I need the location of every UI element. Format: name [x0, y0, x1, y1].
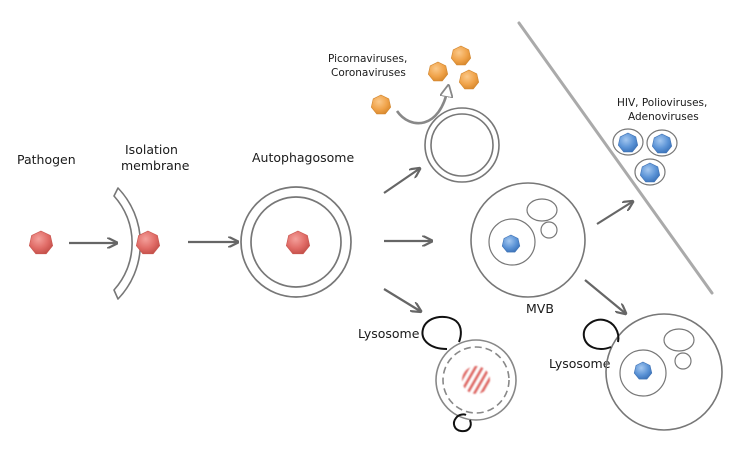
orange-virus-icon	[458, 69, 480, 90]
exosome-vesicle	[612, 128, 644, 156]
label-hiv-polioviruses: HIV, Polioviruses,	[617, 97, 707, 109]
label-lysosome-2: Lysosome	[549, 356, 611, 371]
autolysosome	[435, 339, 517, 421]
label-isolation-membrane-2: membrane	[121, 158, 190, 173]
lysosome-1	[421, 315, 462, 350]
label-mvb: MVB	[526, 301, 554, 316]
exosome-vesicle	[646, 129, 678, 157]
label-isolation-membrane-1: Isolation	[125, 142, 178, 157]
mvb	[470, 182, 586, 298]
pathogen-in-autophagosome-icon	[285, 230, 311, 255]
lysosome-small	[452, 413, 472, 433]
blue-virus-icon	[639, 162, 661, 183]
label-autophagosome: Autophagosome	[252, 150, 354, 165]
label-pathogen: Pathogen	[17, 152, 76, 167]
virus-release-arrow	[395, 88, 448, 125]
arrow-to-vesicle	[383, 169, 419, 194]
orange-virus-icon	[450, 45, 472, 66]
orange-virus-icon	[427, 61, 449, 82]
label-lysosome-1: Lysosome	[358, 326, 420, 341]
pathogen-in-isolation-icon	[135, 230, 161, 255]
blue-virus-in-mvb-icon	[501, 234, 521, 253]
arrow-mvb-to-lysosome-fusion	[584, 279, 625, 313]
mvb-lysosome-fusion	[605, 313, 723, 431]
orange-virus-icon	[370, 94, 392, 115]
label-coronaviruses: Coronaviruses	[331, 67, 406, 79]
autophagosome	[240, 186, 352, 298]
blue-virus-icon	[651, 133, 673, 154]
arrow-to-autolysosome	[383, 288, 420, 311]
double-membrane-vesicle	[424, 107, 500, 183]
degraded-pathogen-icon	[462, 366, 490, 394]
divider-line	[517, 21, 714, 295]
pathogen-icon	[28, 230, 54, 255]
label-picornaviruses: Picornaviruses,	[328, 53, 407, 65]
lysosome-2	[582, 318, 620, 350]
arrow-mvb-to-exosome	[596, 202, 632, 225]
isolation-membrane	[113, 187, 142, 300]
blue-virus-in-fusion-icon	[633, 361, 653, 380]
blue-virus-icon	[617, 132, 639, 153]
exosome-vesicle	[634, 158, 666, 186]
label-adenoviruses: Adenoviruses	[628, 111, 699, 123]
